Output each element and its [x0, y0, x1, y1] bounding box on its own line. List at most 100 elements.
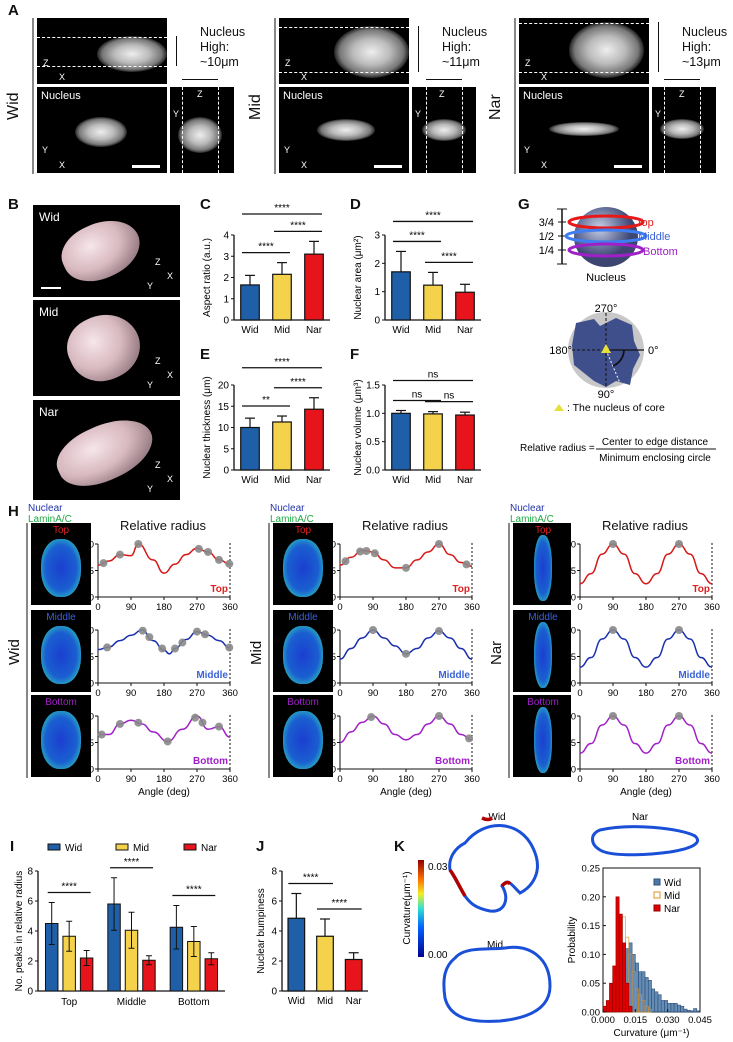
- x-tick-label: 0.030: [656, 1015, 680, 1026]
- nucleus-stain: [41, 711, 81, 769]
- y-tick-label: 1.0: [366, 409, 380, 420]
- x-tick-label: 270: [671, 602, 687, 613]
- panel-g-diagram: 3/4 1/2 1/4 Top Middle Bottom Nucleus 27…: [520, 207, 716, 464]
- y-tick-label: 6: [27, 897, 33, 908]
- row-label: Top: [294, 525, 312, 536]
- y-tick-label: 0: [27, 987, 33, 998]
- x-tick-label: 90: [126, 688, 137, 699]
- ring-label-top: Top: [636, 217, 654, 229]
- height-text-line: Nucleus: [682, 25, 728, 39]
- y-tick-label: 0.0: [81, 679, 94, 690]
- y-tick-label: 0.5: [366, 437, 380, 448]
- y-tick-label: 2: [27, 957, 33, 968]
- peak-marker: [356, 547, 365, 556]
- peak-marker: [215, 722, 223, 731]
- y-tick-label: 4: [27, 927, 33, 938]
- axis-x-label: X: [167, 271, 174, 281]
- angle-0: 0°: [648, 345, 659, 357]
- hist-bar-wid: [654, 991, 659, 1013]
- dashed-line: [37, 66, 167, 67]
- significance-label: ****: [274, 357, 290, 368]
- x-tick-label: 270: [189, 602, 205, 613]
- peak-marker: [99, 559, 108, 568]
- nucleus-sphere: [574, 207, 638, 267]
- level-3-4: 3/4: [539, 217, 554, 229]
- level-1-4: 1/4: [539, 245, 554, 257]
- y-tick-label: 0.0: [563, 679, 576, 690]
- y-axis-label: Nuclear thickness (μm): [202, 376, 213, 478]
- bar-nar: [304, 253, 324, 321]
- outline-mid: [442, 945, 552, 1023]
- hist-bar-wid: [686, 1009, 691, 1013]
- legend-label: Wid: [664, 878, 681, 889]
- dashed-line: [664, 87, 665, 173]
- y-axis-label: Nuclear volume (μm³): [353, 379, 364, 475]
- radius-line-bottom: [97, 715, 231, 743]
- significance-label: ns: [444, 391, 455, 402]
- scale-bar: [41, 287, 61, 289]
- y-tick-label: 20: [218, 381, 230, 392]
- series-label: Middle: [196, 670, 228, 681]
- row-label-mid: Mid: [247, 94, 264, 120]
- x-tick-label: 270: [431, 774, 447, 785]
- image-label-nucleus: Nucleus: [283, 90, 323, 102]
- peak-marker: [402, 649, 410, 658]
- outline-title-mid: Mid: [487, 940, 503, 951]
- x-tick-label: Mid: [274, 475, 290, 486]
- peak-marker: [675, 712, 683, 720]
- axis-z-label: Z: [155, 460, 161, 470]
- legend-label: Mid: [664, 891, 680, 902]
- nucleus-stain: [534, 535, 552, 601]
- panel-label-h: H: [8, 503, 19, 520]
- x-tick-label: 0: [95, 688, 100, 699]
- x-tick-label: Nar: [306, 325, 323, 336]
- y-tick-label: 0.5: [323, 652, 336, 663]
- hist-bar-wid: [677, 1004, 681, 1013]
- stain-label-nuclear: Nuclear: [270, 503, 305, 514]
- formula-numerator: Center to edge distance: [602, 437, 709, 448]
- x-tick-label: Wid: [392, 325, 409, 336]
- stain-label-lamin: LaminA/C: [270, 514, 314, 525]
- significance-label: ****: [409, 230, 425, 241]
- hist-bar-nar: [615, 896, 620, 1013]
- x-tick-label: 0: [95, 774, 100, 785]
- hist-bar-nar: [618, 913, 623, 1013]
- row-label-wid: Wid: [5, 92, 22, 120]
- divider-line: [274, 18, 276, 174]
- hist-bar-wid: [689, 1010, 694, 1013]
- x-tick-label: 0: [577, 774, 582, 785]
- divider-line: [26, 523, 28, 778]
- y-tick-label: 8: [27, 867, 33, 878]
- panel-label-e: E: [200, 346, 211, 363]
- hist-bar-nar: [622, 942, 626, 1013]
- peak-marker: [201, 630, 210, 639]
- stain-label-nuclear: Nuclear: [28, 503, 63, 514]
- row-label: Bottom: [45, 697, 77, 708]
- nucleus-stain: [283, 711, 323, 769]
- y-tick-label: 0.5: [323, 566, 336, 577]
- height-text-line: ~13μm: [682, 55, 721, 69]
- high-curvature-segment: [500, 880, 512, 888]
- bar-nar: [344, 958, 363, 992]
- peak-marker: [609, 712, 617, 720]
- axis-x-label: X: [167, 370, 174, 380]
- axis-y-label: Y: [655, 109, 662, 119]
- x-axis-label: Curvature (μm⁻¹): [613, 1028, 689, 1039]
- legend-swatch-mid: [115, 843, 129, 851]
- y-tick-label: 0.5: [323, 738, 336, 749]
- lamin-image: Bottom: [513, 695, 571, 777]
- y-tick-label: 0.5: [81, 566, 94, 577]
- panel-k-curvature: 0.030.00Curvature(μm⁻¹)WidMidNar0.000.05…: [402, 812, 712, 1039]
- row-label: Middle: [288, 612, 318, 623]
- row-label: Middle: [46, 612, 76, 623]
- y-tick-label: 0.0: [323, 765, 336, 776]
- x-tick-label: Mid: [425, 325, 441, 336]
